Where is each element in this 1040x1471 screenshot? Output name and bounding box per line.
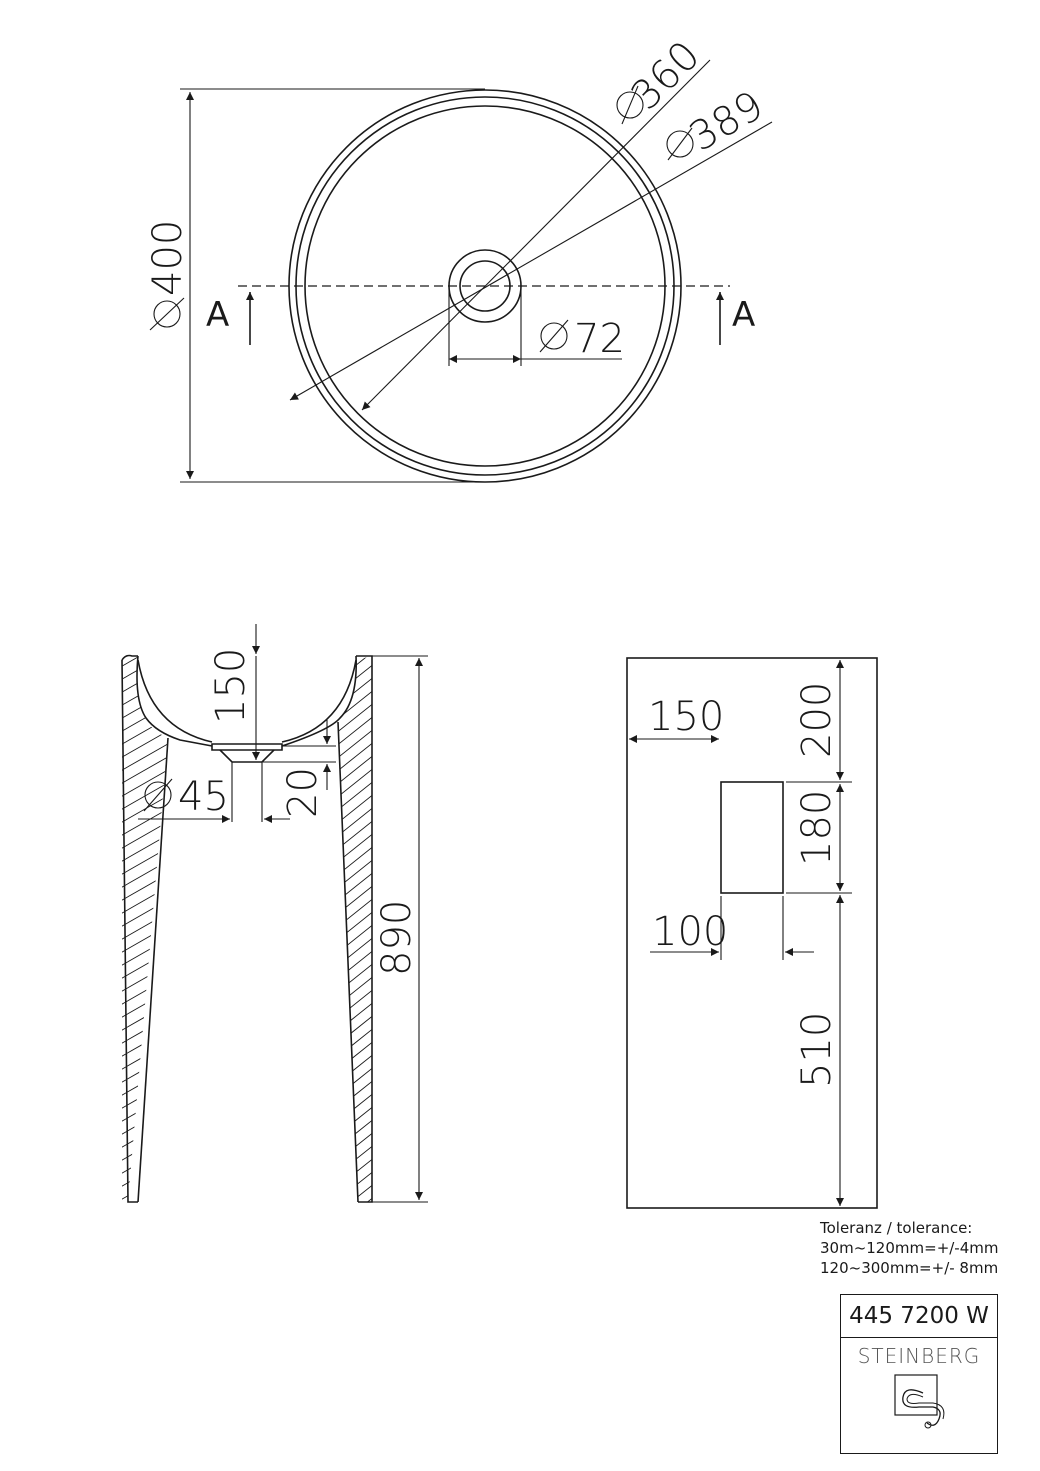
diameter-symbol-400 [149, 297, 185, 331]
hatch-line [122, 879, 168, 921]
hatch-line [110, 1218, 180, 1258]
dim-opening-height-label: 180 [794, 790, 840, 866]
dim-opening-offset-label: 150 [648, 694, 724, 740]
dim-bottom-label: 510 [794, 1012, 840, 1088]
top-view: 400 360 389 72 A A [145, 33, 773, 483]
hatch-line [122, 801, 168, 843]
hatch-line [122, 656, 168, 687]
hatch-line [122, 866, 168, 908]
hatch-line [122, 1191, 168, 1202]
hatch-line [122, 892, 168, 934]
hatch-line [122, 658, 168, 700]
side-view: 150 200 180 100 510 [626, 657, 878, 1209]
hatch-line [122, 710, 168, 752]
tolerance-line-2: 120~300mm=+/- 8mm [820, 1259, 999, 1277]
diameter-symbol-45 [143, 778, 173, 812]
hatch-line [122, 788, 168, 830]
hatch-line [122, 1100, 168, 1142]
tolerance-notes: Toleranz / tolerance: 30m~120mm=+/-4mm 1… [820, 1218, 1035, 1278]
diameter-symbol-72 [539, 319, 569, 353]
hatch-line [110, 1244, 180, 1284]
hatch-line [122, 684, 168, 726]
hatch-line [122, 1139, 168, 1181]
hatch-line [122, 723, 168, 765]
hatch-line [122, 840, 168, 882]
hatch-line [110, 1205, 180, 1245]
dim-opening-width-label: 100 [652, 909, 728, 955]
hatch-line [330, 1244, 380, 1284]
hatch-line [122, 814, 168, 856]
dim-top-label: 200 [794, 682, 840, 758]
hatch-line [122, 905, 168, 947]
article-number: 445 7200 W [841, 1295, 997, 1338]
hatch-line [122, 983, 168, 1025]
hatch-line [330, 1205, 380, 1245]
hatch-line [122, 762, 168, 804]
hatch-line [122, 1165, 168, 1202]
hatch-line [330, 1218, 380, 1258]
dim-drain-outlet-label: 45 [178, 774, 229, 820]
section-label-left: A [206, 295, 229, 335]
hatch-line [110, 1257, 180, 1297]
hatch-line [122, 1022, 168, 1064]
hatch-line [122, 656, 168, 661]
hatch-line [122, 1178, 168, 1202]
tolerance-line-1: 30m~120mm=+/-4mm [820, 1239, 999, 1257]
hatch-line [122, 1035, 168, 1077]
brand-name: STEINBERG [857, 1344, 981, 1368]
hatch-line [338, 656, 372, 661]
hatch-line [122, 1152, 168, 1194]
dim-inner-label: 389 [682, 83, 771, 161]
hatch-line [122, 736, 168, 778]
hatch-line [122, 853, 168, 895]
hatch-line [110, 1231, 180, 1271]
hatch-line [122, 827, 168, 869]
hatch-line [122, 996, 168, 1038]
hatch-line [122, 1009, 168, 1051]
hatch-line [122, 749, 168, 791]
dim-bowl-depth-label: 150 [208, 648, 254, 724]
hatch-line [122, 671, 168, 713]
title-block: 445 7200 W STEINBERG [840, 1294, 998, 1454]
hatch-line [122, 697, 168, 739]
section-view: 150 45 20 890 [110, 624, 428, 1297]
hatch-line [330, 1231, 380, 1271]
section-label-right: A [732, 295, 755, 335]
hatch-line [122, 1113, 168, 1155]
hatch-line [122, 944, 168, 986]
dim-drain-height-label: 20 [280, 767, 326, 818]
diameter-symbol-389 [666, 127, 694, 161]
hatch-line [330, 1257, 380, 1297]
diameter-symbol-360 [616, 85, 644, 125]
hatch-line [122, 957, 168, 999]
tolerance-heading: Toleranz / tolerance: [820, 1219, 973, 1237]
dim-drain-label: 72 [574, 316, 625, 362]
hatch-line [122, 656, 168, 674]
dim-total-height-label: 890 [374, 900, 420, 976]
hatch-line [122, 970, 168, 1012]
hatch-line [122, 918, 168, 960]
hatch-line [122, 1126, 168, 1168]
hatch-line [122, 931, 168, 973]
steinberg-logo-icon [894, 1374, 945, 1429]
dim-rim-label: 360 [623, 33, 710, 120]
dim-outer-label: 400 [145, 220, 191, 296]
